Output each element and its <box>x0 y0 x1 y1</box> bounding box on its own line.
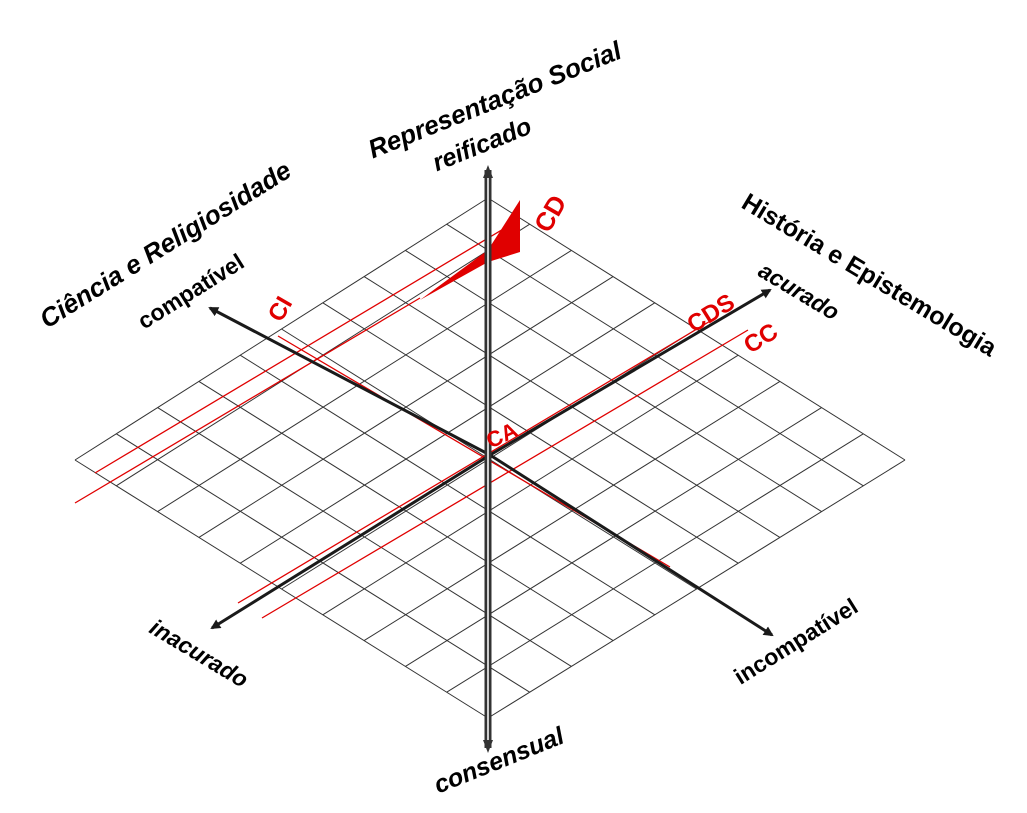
science-religiosity-axis <box>208 306 491 457</box>
history-epistemology-axis-negative <box>210 453 491 630</box>
social-axis-top-tip <box>483 165 493 178</box>
consensual-label: consensual <box>430 721 569 799</box>
cc-guide-line <box>261 329 749 619</box>
cd-label: CD <box>528 190 573 238</box>
history-epistemology-axis <box>489 288 772 457</box>
grid-line <box>405 407 822 667</box>
cds-label: CDS <box>682 289 739 339</box>
incompativel-label: incompatível <box>729 593 862 690</box>
grid-line <box>322 302 739 564</box>
grid-line <box>487 459 906 719</box>
main-axes <box>208 165 774 753</box>
ci-guide-line-lower <box>74 297 421 504</box>
inacurado-label: inacurado <box>145 614 253 693</box>
grid-line <box>363 380 781 642</box>
grid-line <box>446 433 864 693</box>
grid-line <box>446 223 864 487</box>
science-religiosity-axis-negative <box>489 453 774 637</box>
cd-red-region <box>420 200 520 300</box>
ci-guide-line-upper <box>94 221 516 474</box>
social-axis-bottom-tip <box>483 740 493 753</box>
cc-label: CC <box>739 318 783 359</box>
cds-guide-line <box>237 319 713 604</box>
